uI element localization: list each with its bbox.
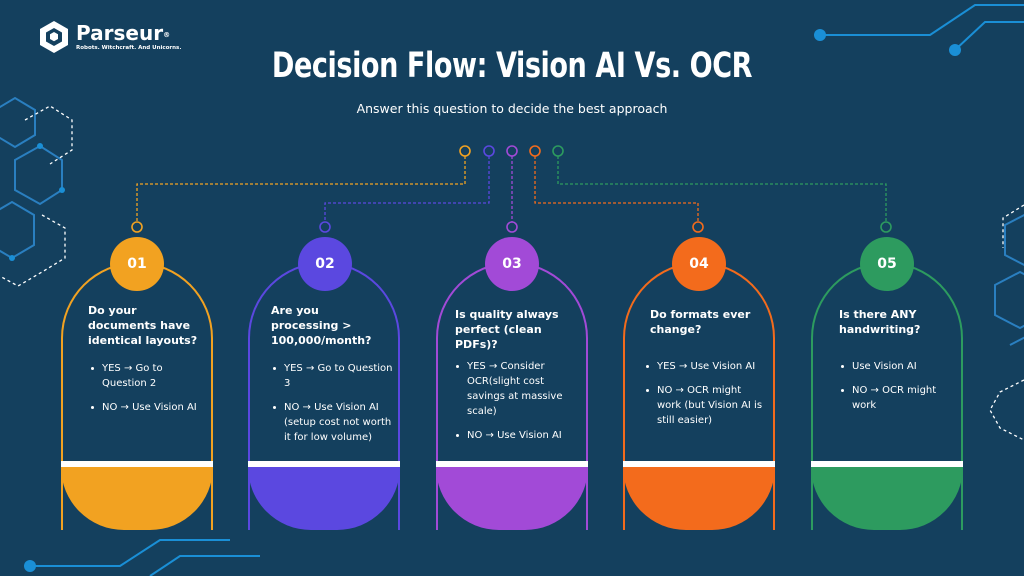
card-divider [61,461,213,467]
step-badge: 02 [298,237,352,291]
options-list: YES → Go to Question 3 NO → Use Vision A… [272,361,394,454]
step-badge: 03 [485,237,539,291]
option-item: NO → Use Vision AI [90,400,205,415]
options-list: Use Vision AI NO → OCR might work [840,359,955,422]
question-text: Are you processing > 100,000/month? [271,304,372,347]
parseur-cube-icon [40,21,68,53]
options-list: YES → Go to Question 2 NO → Use Vision A… [90,361,205,424]
card-divider [248,461,400,467]
option-item: NO → Use Vision AI (setup cost not worth… [272,400,394,445]
options-list: YES → Consider OCR(slight cost savings a… [455,359,577,452]
step-badge: 05 [860,237,914,291]
question-text: Do formats ever change? [650,308,751,336]
option-item: YES → Go to Question 2 [90,361,205,391]
option-item: YES → Go to Question 3 [272,361,394,391]
options-list: YES → Use Vision AI NO → OCR might work … [645,359,767,437]
option-item: NO → Use Vision AI [455,428,577,443]
brand-name: Parseur® [76,21,171,45]
option-item: YES → Use Vision AI [645,359,767,374]
card-divider [811,461,963,467]
question-text: Do your documents have identical layouts… [88,304,198,347]
card-divider [436,461,588,467]
option-item: NO → OCR might work (but Vision AI is st… [645,383,767,428]
question-text: Is there ANY handwriting? [839,308,921,336]
option-item: NO → OCR might work [840,383,955,413]
step-badge: 04 [672,237,726,291]
option-item: YES → Consider OCR(slight cost savings a… [455,359,577,419]
page-title: Decision Flow: Vision AI Vs. OCR [271,46,753,86]
page-subtitle: Answer this question to decide the best … [356,101,668,116]
step-badge: 01 [110,237,164,291]
option-item: Use Vision AI [840,359,955,374]
card-divider [623,461,775,467]
brand-logo[interactable]: Parseur® Robots. Witchcraft. And Unicorn… [38,20,181,54]
question-text: Is quality always perfect (clean PDFs)? [455,308,559,351]
brand-tagline: Robots. Witchcraft. And Unicorns. [76,45,182,51]
